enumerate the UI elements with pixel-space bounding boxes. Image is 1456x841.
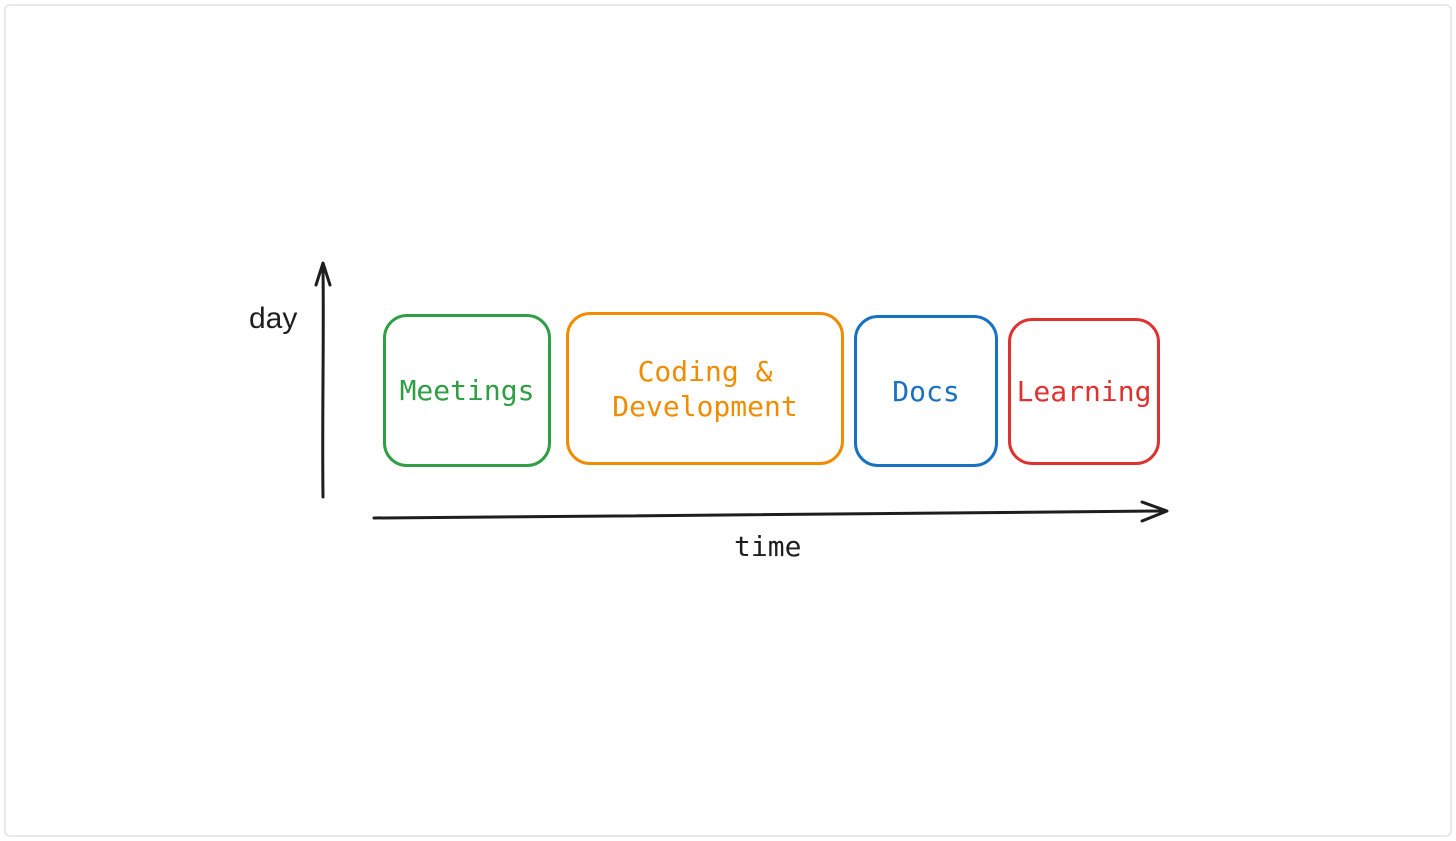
task-box-coding-development: Coding & Development	[566, 312, 844, 465]
x-axis-arrowhead-icon	[1140, 500, 1169, 523]
x-axis-line	[372, 509, 1165, 520]
y-axis-arrowhead-icon	[314, 261, 332, 287]
x-axis-label: time	[734, 530, 802, 563]
y-axis-label: day	[249, 302, 298, 335]
task-box-docs: Docs	[854, 315, 998, 467]
task-box-meetings: Meetings	[383, 314, 551, 467]
y-axis-line	[321, 266, 325, 499]
task-box-learning: Learning	[1008, 318, 1160, 465]
